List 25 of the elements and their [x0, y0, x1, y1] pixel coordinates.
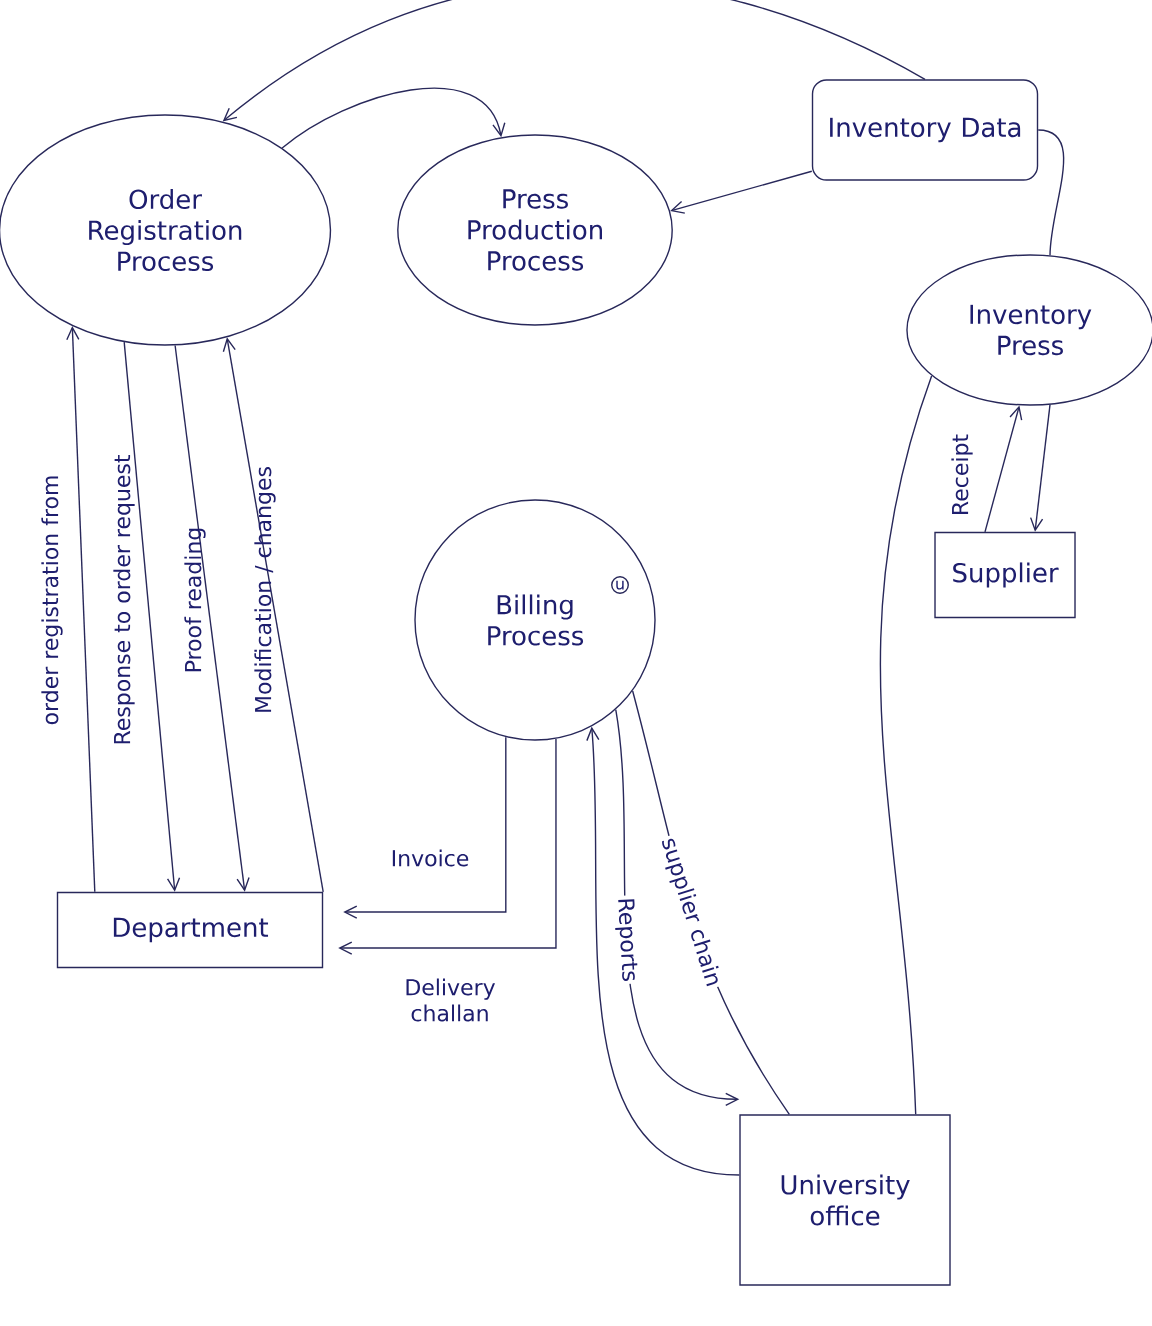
edge-label: Modification / changes — [254, 467, 276, 712]
arrow — [586, 726, 740, 1176]
arrow — [1029, 404, 1051, 532]
arrow — [281, 87, 506, 149]
arrow — [984, 405, 1023, 533]
edge-label: Response to order request — [113, 455, 135, 744]
arrow — [222, 337, 324, 893]
arrow — [222, 0, 926, 122]
arrow — [343, 736, 507, 919]
arrow — [338, 738, 557, 955]
edge-label: Delivery challan — [406, 978, 495, 1022]
arrow — [174, 344, 250, 892]
edge-label: Reports — [611, 894, 641, 985]
arrow — [66, 326, 96, 893]
data-store-box: Inventory Data — [811, 79, 1039, 181]
arrow — [670, 170, 813, 214]
entity-box: Supplier — [934, 531, 1076, 619]
entity-box: University office — [739, 1114, 951, 1286]
circled-mark: u — [611, 576, 629, 594]
entity-box: Department — [56, 891, 324, 969]
arrow — [123, 341, 181, 892]
edge-label: order registration from — [41, 476, 63, 725]
edge-label: Proof reading — [184, 528, 206, 672]
edge-label: Invoice — [392, 849, 469, 867]
edge-label: Receipt — [951, 434, 973, 514]
